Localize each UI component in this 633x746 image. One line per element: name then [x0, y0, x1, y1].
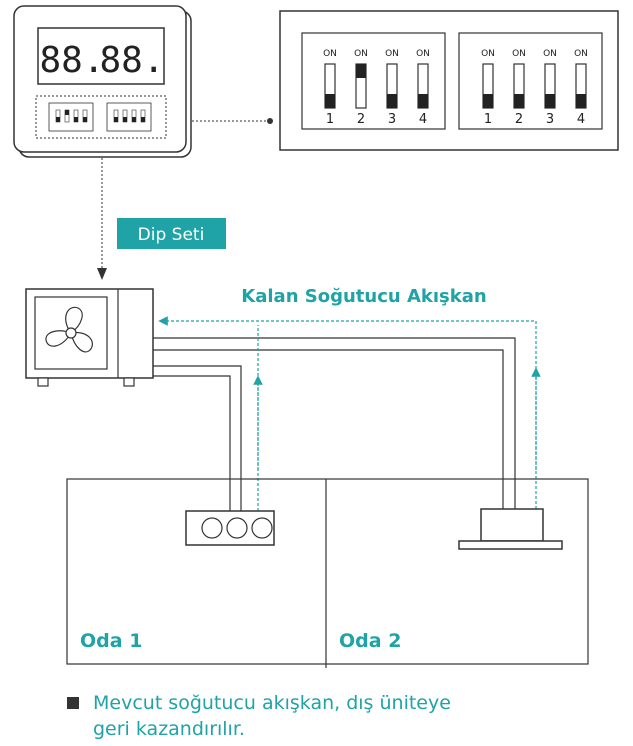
dip-on-label: ON — [385, 49, 399, 59]
mini-dip-knob — [83, 117, 87, 122]
mini-dip-knob — [132, 117, 136, 122]
refrigerant-pipes — [153, 337, 516, 511]
dip-on-label: ON — [574, 49, 588, 59]
dip-on-label: ON — [543, 49, 557, 59]
footer-line-1: Mevcut soğutucu akışkan, dış üniteye — [93, 692, 451, 714]
dip-switch-knob — [325, 94, 335, 108]
dip-switch-knob — [356, 64, 366, 78]
dip-switch-number: 1 — [326, 112, 334, 127]
building-outline — [66, 478, 589, 665]
controller-panel: 88. 88. — [13, 5, 192, 158]
dip-switch-number: 2 — [357, 112, 365, 127]
display-left-digits: 88. — [39, 40, 104, 81]
refrigerant-flow-lines — [158, 316, 541, 511]
dip-on-label: ON — [323, 49, 337, 59]
dip-set-label: Dip Seti — [138, 225, 205, 245]
dip-switch-knob — [418, 94, 428, 108]
dip-switch-knob — [545, 94, 555, 108]
indoor-unit-cassette — [185, 510, 275, 546]
dip-on-label: ON — [481, 49, 495, 59]
indoor-unit-ceiling — [458, 508, 563, 550]
bullet-icon — [67, 697, 79, 709]
controller-display — [37, 27, 165, 85]
mini-dip-knob — [56, 117, 60, 122]
dip-switch-knob — [576, 94, 586, 108]
flow-label: Kalan Soğutucu Akışkan — [241, 286, 486, 307]
room-2-label: Oda 2 — [339, 630, 401, 652]
dip-switch-knob — [514, 94, 524, 108]
fan-icon — [45, 306, 93, 353]
mini-dip-knob — [123, 117, 127, 122]
footer-line-2: geri kazandırılır. — [93, 718, 245, 740]
dip-on-label: ON — [512, 49, 526, 59]
display-right-digits: 88. — [99, 40, 164, 81]
dip-set-badge — [117, 218, 226, 249]
room-1-label: Oda 1 — [80, 630, 142, 652]
dip-switch-number: 4 — [419, 112, 427, 127]
mini-dip-knob — [65, 110, 69, 115]
mini-dip-knob — [141, 117, 145, 122]
dip-on-label: ON — [354, 49, 368, 59]
dip-set-arrow-head — [97, 268, 107, 280]
connector-dot — [267, 118, 273, 124]
outdoor-unit — [25, 288, 154, 387]
dip-switch-number: 1 — [484, 112, 492, 127]
mini-dip-knob — [114, 117, 118, 122]
dip-switch-knob — [483, 94, 493, 108]
rooms — [66, 478, 589, 668]
dip-on-label: ON — [416, 49, 430, 59]
mini-dip-knob — [74, 117, 78, 122]
dip-switch-number: 4 — [577, 112, 585, 127]
dip-switch-number: 2 — [515, 112, 523, 127]
dip-detail-panel: ON 1 ON 2 ON 3 ON 4 ON 1 ON 2 ON 3 ON 4 — [279, 10, 619, 151]
mini-dip-area — [35, 95, 167, 139]
dip-switch-knob — [387, 94, 397, 108]
dip-switch-number: 3 — [388, 112, 396, 127]
dip-switch-number: 3 — [546, 112, 554, 127]
